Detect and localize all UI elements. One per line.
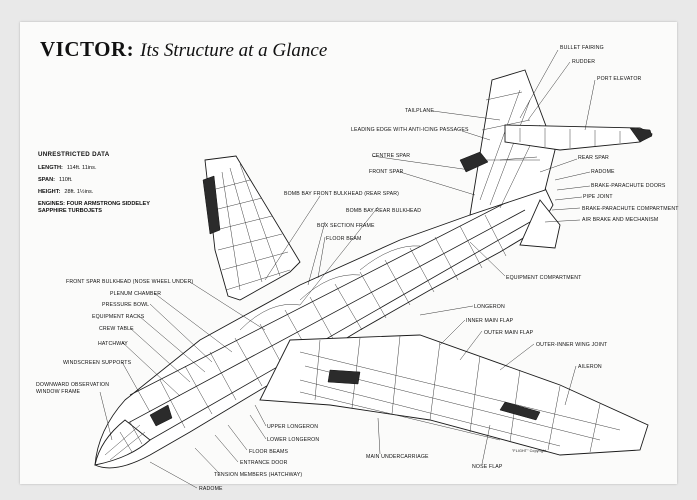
callout-labels: BULLET FAIRING RUDDER PORT ELEVATOR TAIL… [36, 45, 679, 492]
label-floor-beams: FLOOR BEAMS [249, 449, 289, 455]
label-brake-parachute-doors: BRAKE-PARACHUTE DOORS [591, 183, 666, 189]
label-pressure-bowl: PRESSURE BOWL [102, 302, 149, 308]
height-row: HEIGHT:28ft. 1½ins. [38, 189, 158, 196]
label-front-spar: FRONT SPAR [369, 169, 404, 175]
engines-label: ENGINES: [38, 200, 66, 207]
label-rear-spar: REAR SPAR [578, 155, 609, 161]
engines-value: FOUR ARMSTRONG SIDDELEY SAPPHIRE TURBOJE… [38, 200, 150, 214]
label-pipe-joint: PIPE JOINT [583, 194, 613, 200]
label-brake-parachute-compartment: BRAKE-PARACHUTE COMPARTMENT [582, 206, 679, 212]
span-value: 110ft. [59, 176, 73, 183]
label-centre-spar: CENTRE SPAR [372, 153, 410, 159]
fuselage [94, 187, 554, 469]
label-equipment-racks: EQUIPMENT RACKS [92, 314, 145, 320]
port-wing [204, 155, 301, 301]
label-outer-main-flap: OUTER MAIN FLAP [484, 330, 534, 336]
label-longeron: LONGERON [474, 304, 505, 310]
label-front-spar-bulkhead: FRONT SPAR BULKHEAD (NOSE WHEEL UNDER) [66, 279, 193, 285]
label-radome-nose: RADOME [199, 486, 223, 492]
label-leading-edge: LEADING EDGE WITH ANTI-ICING PASSAGES [351, 127, 469, 133]
length-row: LENGTH:114ft. 11ins. [38, 165, 158, 172]
label-windscreen-supports: WINDSCREEN SUPPORTS [63, 360, 132, 366]
title-sub: Its Structure at a Glance [140, 40, 328, 61]
span-row: SPAN: 110ft. [38, 177, 158, 184]
label-main-undercarriage: MAIN UNDERCARRIAGE [366, 454, 429, 460]
label-air-brake: AIR BRAKE AND MECHANISM [582, 217, 658, 223]
engines-row: ENGINES: FOUR ARMSTRONG SIDDELEY SAPPHIR… [38, 201, 158, 215]
label-plenum-chamber: PLENUM CHAMBER [110, 291, 161, 297]
label-lower-longeron: LOWER LONGERON [267, 437, 319, 443]
label-bomb-bay-rear-bulkhead: BOMB BAY REAR BULKHEAD [346, 208, 421, 214]
label-bullet-fairing: BULLET FAIRING [560, 45, 604, 51]
data-heading: UNRESTRICTED DATA [38, 151, 110, 158]
label-downward-observation: DOWNWARD OBSERVATION [36, 382, 109, 388]
label-nose-flap: NOSE FLAP [472, 464, 503, 470]
label-floor-beam: FLOOR BEAM [326, 236, 362, 242]
label-port-elevator: PORT ELEVATOR [597, 76, 642, 82]
label-outer-inner-wing-joint: OUTER-INNER WING JOINT [536, 342, 608, 348]
span-label: SPAN: [38, 176, 55, 183]
label-window-frame: WINDOW FRAME [36, 389, 81, 395]
label-entrance-door: ENTRANCE DOOR [240, 460, 288, 466]
label-upper-longeron: UPPER LONGERON [267, 424, 318, 430]
label-box-section-frame: BOX SECTION FRAME [317, 223, 375, 229]
label-equipment-compartment: EQUIPMENT COMPARTMENT [506, 275, 582, 281]
label-tension-members: TENSION MEMBERS (HATCHWAY) [214, 472, 302, 478]
label-bomb-bay-front-bulkhead: BOMB BAY FRONT BULKHEAD (REAR SPAR) [284, 191, 399, 197]
label-tailplane: TAILPLANE [405, 108, 434, 114]
leader-lines [99, 49, 596, 489]
label-inner-main-flap: INNER MAIN FLAP [466, 318, 514, 324]
page-title: VICTOR:Its Structure at a Glance [40, 37, 327, 62]
aircraft-cutaway [94, 69, 653, 469]
length-label: LENGTH: [38, 164, 63, 171]
length-value: 114ft. 11ins. [66, 164, 97, 171]
label-hatchway: HATCHWAY [98, 341, 128, 347]
label-crew-table: CREW TABLE [99, 326, 134, 332]
label-radome-tail: RADOME [591, 169, 615, 175]
title-main: VICTOR: [40, 37, 135, 61]
unrestricted-data-panel: UNRESTRICTED DATA LENGTH:114ft. 11ins. S… [38, 151, 158, 220]
height-label: HEIGHT: [38, 188, 61, 195]
artist-signature: "FLIGHT" Copyright [512, 449, 546, 453]
label-aileron: AILERON [578, 364, 602, 370]
label-rudder: RUDDER [572, 59, 595, 65]
height-value: 28ft. 1½ins. [64, 188, 94, 195]
